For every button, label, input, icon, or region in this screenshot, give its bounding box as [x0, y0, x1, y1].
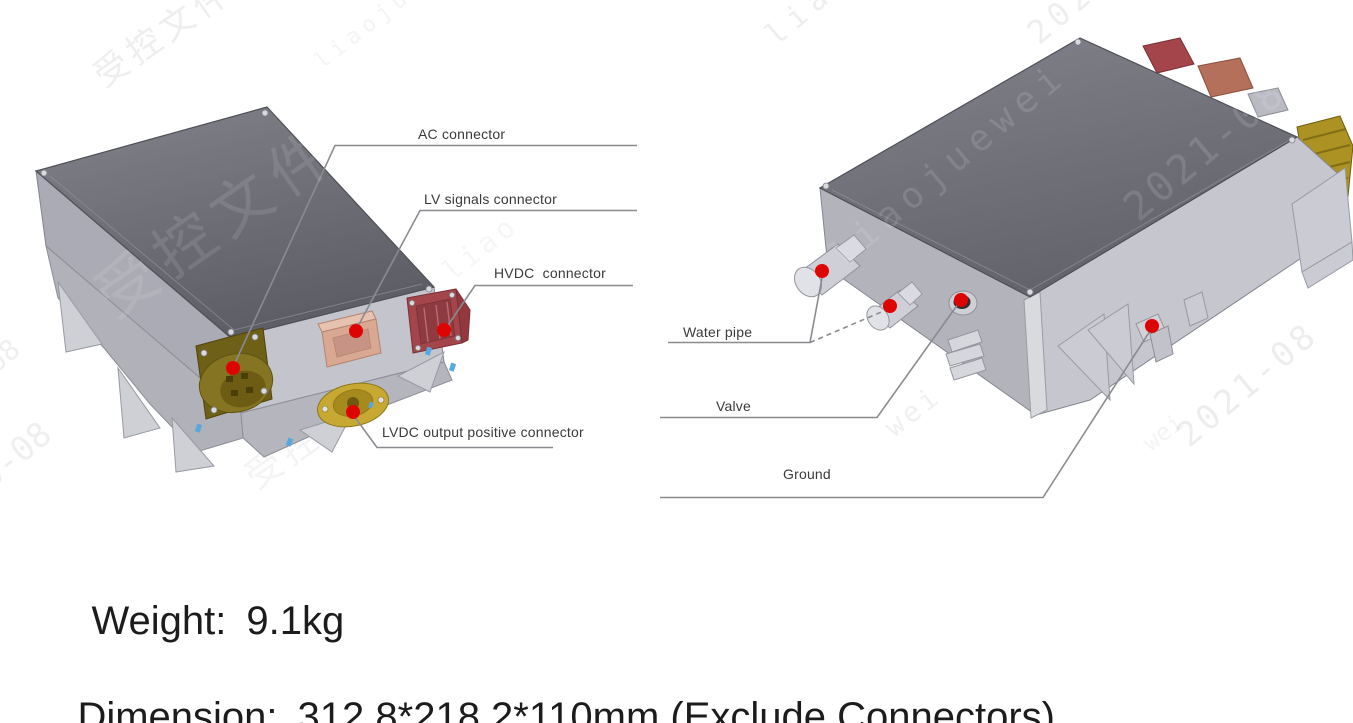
callout-label-valve: Valve	[716, 398, 751, 414]
water-pipe-1	[793, 234, 867, 298]
spec-dimension: Dimension: 312.8*218.2*110mm (Exclude Con…	[33, 650, 1055, 723]
lvdc-callout-line	[353, 415, 553, 449]
water-pipe-2	[866, 281, 923, 331]
ground-callout-line	[660, 330, 1151, 499]
spec-dimension-value: 312.8*218.2*110mm (Exclude Connectors)	[297, 695, 1055, 723]
lv-signals-connector	[317, 310, 382, 368]
valve-callout-line	[660, 303, 959, 419]
ribbed-detail	[945, 329, 987, 381]
far-lv-connector	[1197, 57, 1254, 98]
lv-callout-line	[356, 209, 637, 329]
far-hvdc-connector	[1142, 37, 1195, 74]
ac-connector	[195, 327, 274, 420]
water-pipe-2-marker-dot	[883, 299, 897, 313]
blue-marks	[194, 346, 457, 447]
hvdc-callout-line	[445, 284, 633, 329]
lv-marker-dot	[349, 324, 363, 338]
lid-screws	[40, 109, 433, 336]
callout-lines	[233, 144, 1151, 499]
callout-label-water-pipe: Water pipe	[683, 324, 753, 340]
valve-marker-dot	[954, 293, 968, 307]
mounting-brackets	[57, 281, 445, 473]
ac-callout-line	[233, 144, 637, 366]
spec-weight-value: 9.1kg	[246, 599, 345, 643]
callout-label-hvdc-connector: HVDC connector	[494, 265, 606, 281]
spec-dimension-label: Dimension:	[77, 695, 278, 723]
hvdc-marker-dot	[437, 323, 451, 337]
spec-weight-label: Weight:	[91, 599, 227, 643]
right-mounting-brackets	[1057, 167, 1353, 402]
ground-marker-dot	[1145, 319, 1159, 333]
ground-stud	[1135, 313, 1174, 363]
marker-dots	[226, 264, 1159, 419]
right-device	[793, 37, 1353, 419]
spec-weight: Weight: 9.1kg	[47, 554, 344, 689]
left-device	[34, 106, 471, 473]
callout-label-lv-signals: LV signals connector	[424, 191, 557, 207]
right-device-lid	[818, 37, 1299, 298]
water-pipe-dashed-line	[809, 309, 887, 344]
callout-label-lvdc-connector: LVDC output positive connector	[382, 424, 584, 440]
callout-label-ground: Ground	[783, 466, 831, 482]
hvdc-connector	[406, 288, 471, 354]
water-pipe-1-marker-dot	[815, 264, 829, 278]
lid-screws	[822, 38, 1296, 296]
ac-marker-dot	[226, 361, 240, 375]
lvdc-marker-dot	[346, 405, 360, 419]
callout-label-ac-connector: AC connector	[418, 126, 506, 142]
